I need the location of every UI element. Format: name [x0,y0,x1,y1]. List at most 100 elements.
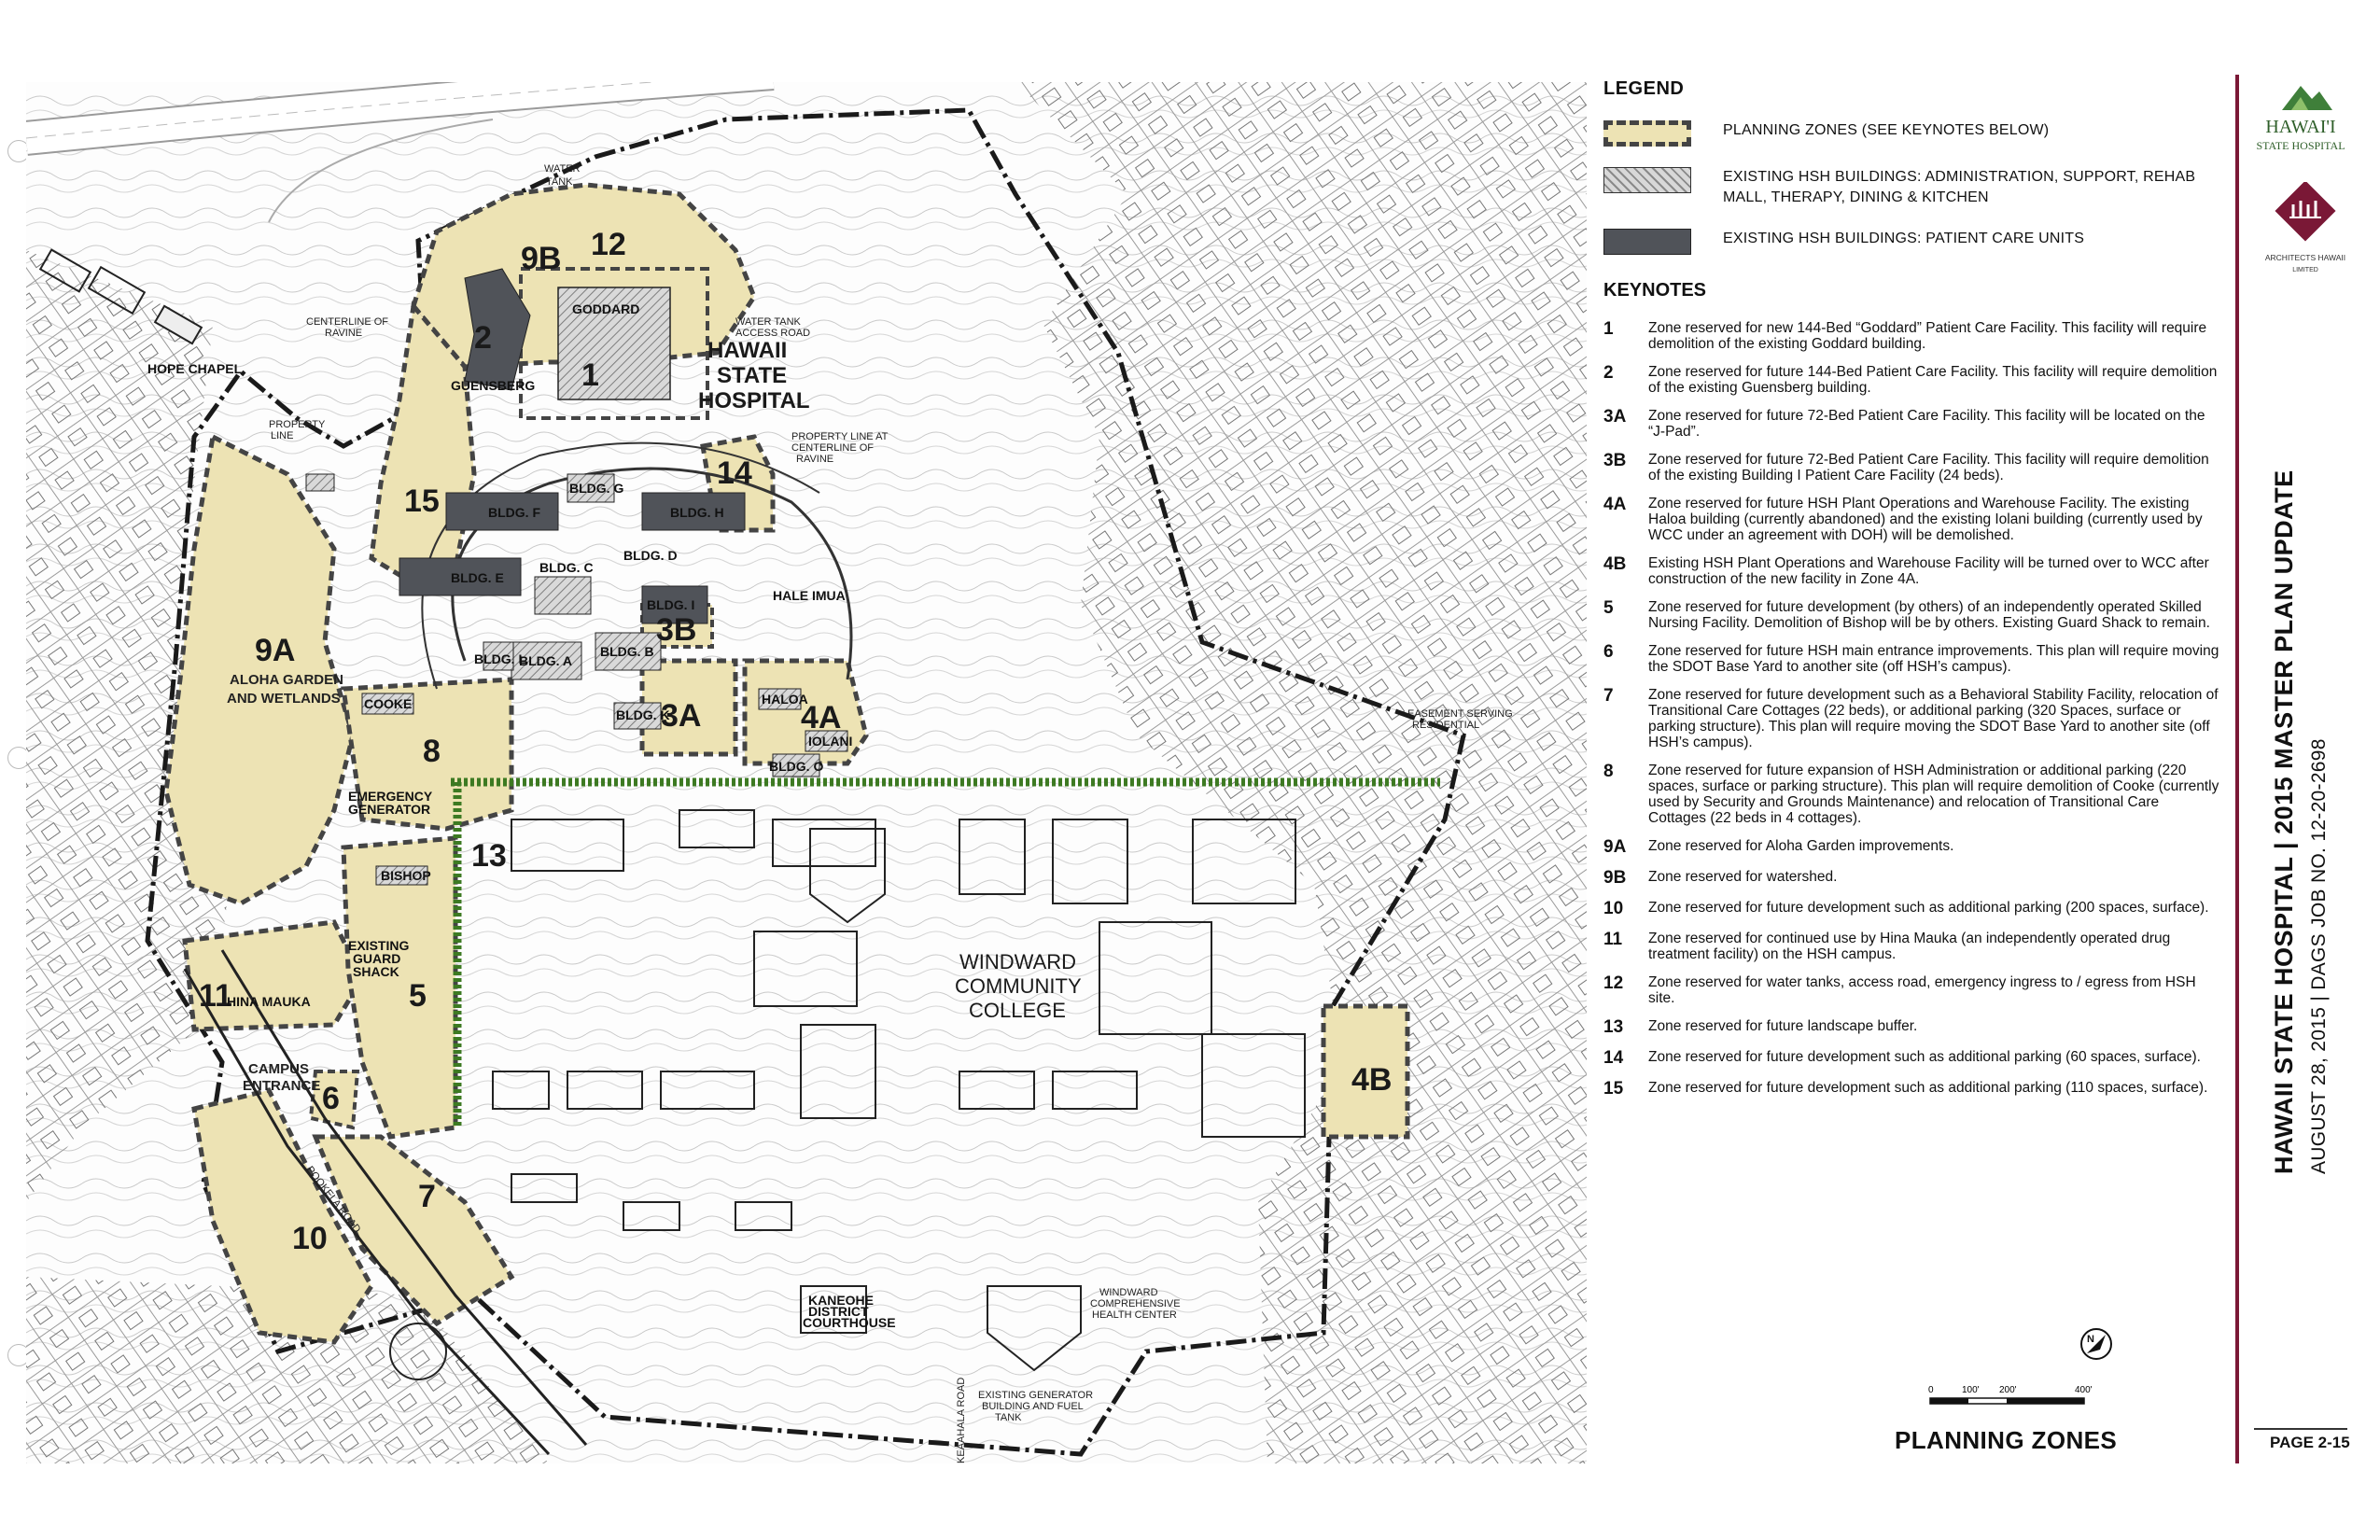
bldg-c-shape [534,576,592,615]
zone-label-6: 6 [322,1081,340,1116]
keynote-number: 3B [1603,451,1627,470]
hawaii-state-hospital-logo: HAWAI'I STATE HOSPITAL [2256,86,2345,152]
wcc-label-1: WINDWARD [959,950,1076,973]
scale-tick-400: 400' [2075,1385,2093,1395]
zone-10 [191,1087,374,1345]
keynote-number: 6 [1603,642,1614,662]
legend-item-existing: EXISTING HSH BUILDINGS: ADMINISTRATION, … [1603,167,2219,208]
bldg-i-shape [641,585,708,624]
keynote-text: Zone reserved for future 144-Bed Patient… [1648,364,2218,396]
keynote-text: Zone reserved for future HSH Plant Opera… [1648,496,2203,543]
kaneohe-district-courthouse [800,1285,867,1334]
hope-chapel-label: HOPE CHAPEL [147,361,243,376]
keynote-text: Existing HSH Plant Operations and Wareho… [1648,555,2209,587]
architects-hawaii-logo: ARCHITECTS HAWAII LIMITED [2265,182,2345,273]
water-tank-road-label-1: WATER TANK [735,316,802,328]
scale-tick-0: 0 [1928,1385,1934,1395]
zone-7 [312,1134,515,1327]
existing-building-swatch [1603,167,1691,193]
zone-label-4a: 4A [801,700,841,735]
keynote-text: Zone reserved for future 72-Bed Patient … [1648,452,2209,483]
zone-label-11: 11 [199,978,232,1014]
legend-title: LEGEND [1603,78,1685,99]
zone-swatch [1603,120,1691,147]
zone-label-14: 14 [717,455,752,491]
generator-label-2: BUILDING AND FUEL [982,1401,1084,1412]
keynote-text: Zone reserved for water tanks, access ro… [1648,974,2196,1006]
guard-shack-label-1: EXISTING [348,938,409,953]
health-center-label-2: COMPREHENSIVE [1090,1298,1181,1309]
zone-label-1: 1 [581,357,599,393]
water-tank-label-2: TANK [546,176,573,188]
guensberg-building [464,268,531,391]
generator-label-3: TANK [995,1412,1022,1423]
iolani-label: IOLANI [808,734,852,749]
water-tank-road-label-2: ACCESS ROAD [735,328,810,339]
bldg-g-shape [567,473,615,503]
svg-text:N: N [2087,1334,2094,1345]
hsh-logo-text-2: STATE HOSPITAL [2256,139,2345,152]
easement-label-1: EASEMENT SERVING [1407,708,1513,720]
keynote-item: 12 Zone reserved for water tanks, access … [1603,973,2219,1007]
campus-entrance-label-1: CAMPUS [248,1061,309,1077]
keynote-text: Zone reserved for future expansion of HS… [1648,763,2219,826]
patient-care-buildings [399,268,746,624]
support-buildings [305,287,848,886]
windward-comprehensive-health-center [987,1285,1082,1372]
keynote-text: Zone reserved for continued use by Hina … [1648,931,2171,962]
keynote-number: 4A [1603,495,1627,514]
bldg-g-label: BLDG. G [569,481,623,496]
ah-logo-text-2: LIMITED [2292,267,2318,273]
keynote-item: 2 Zone reserved for future 144-Bed Patien… [1603,363,2219,397]
property-boundary [145,107,1466,1457]
zone-8 [341,677,514,832]
bldg-b-shape [595,632,662,671]
legend-label-patient: EXISTING HSH BUILDINGS: PATIENT CARE UNI… [1723,231,2085,246]
bldg-l-shape [483,641,514,671]
zone-4b [1321,1003,1410,1140]
bldg-f-shape [445,492,559,531]
zone-label-5: 5 [409,978,427,1014]
pookela-road [183,968,551,1456]
scale-tick-100: 100' [1962,1385,1980,1395]
keynote-number: 2 [1603,363,1614,383]
keynote-text: Zone reserved for new 144-Bed “Goddard” … [1648,320,2207,352]
zone-label-2: 2 [474,320,492,356]
ah-logo-text-1: ARCHITECTS HAWAII [2265,253,2345,262]
zone-label-9a: 9A [255,633,295,668]
keynote-text: Zone reserved for Aloha Garden improveme… [1648,838,1954,854]
residential-lots-west [26,250,241,1202]
hina-mauka-label: HINA MAUKA [227,994,311,1009]
title-block-rotated: HAWAII STATE HOSPITAL | 2015 MASTER PLAN… [2270,469,2331,1174]
keynote-number: 9A [1603,837,1627,857]
cooke-label: COOKE [364,696,412,711]
zone-label-3b: 3B [656,612,696,648]
bldg-f-label: BLDG. F [488,505,540,520]
keynote-number: 13 [1603,1017,1624,1037]
property-line-label-1: PROPERTY [269,419,326,430]
page-number-rule [2254,1428,2347,1430]
ravine-label-1: CENTERLINE OF [306,316,388,328]
keynote-number: 4B [1603,554,1627,574]
scale-tick-200: 200' [1999,1385,2017,1395]
bldg-k-label: BLDG. K [616,707,670,722]
zone-label-4b: 4B [1351,1062,1392,1098]
guard-shack-label-2: GUARD [353,951,400,966]
health-center-label-3: HEALTH CENTER [1092,1309,1177,1321]
project-title: HAWAII STATE HOSPITAL | 2015 MASTER PLAN… [2270,469,2298,1174]
bldg-b-label: BLDG. B [600,644,654,659]
keynote-text: Zone reserved for future development suc… [1648,1049,2201,1065]
scale-bar: 0 100' 200' 400' [1928,1385,2093,1405]
keynote-number: 15 [1603,1079,1624,1099]
zone-label-8: 8 [423,734,441,769]
keynote-number: 12 [1603,973,1624,993]
bishop-building [375,865,428,886]
hsh-label-1: HAWAII [707,338,787,363]
aloha-garden-label-1: ALOHA GARDEN [230,672,343,688]
